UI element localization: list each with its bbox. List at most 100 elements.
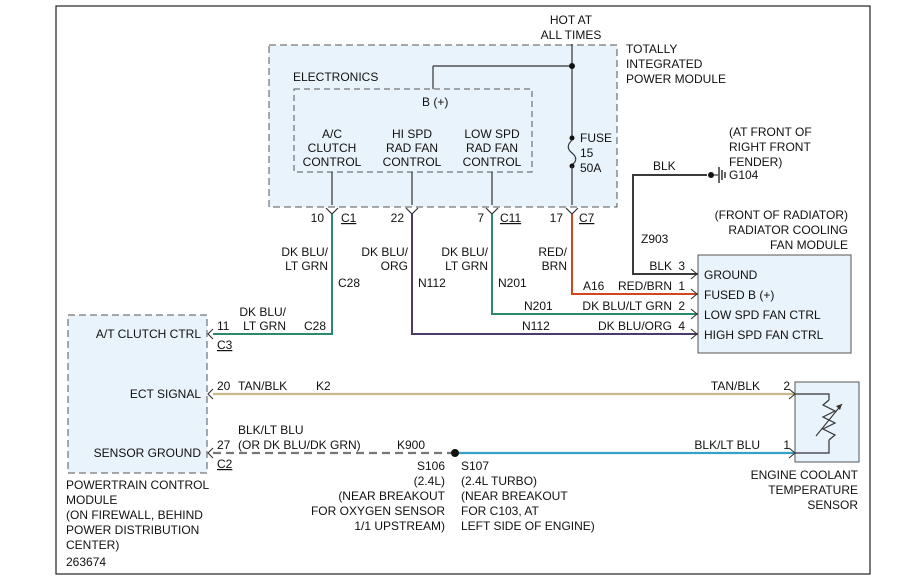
wire-z903	[632, 174, 707, 275]
n112-color-label: DK BLU/ORG	[598, 319, 672, 333]
s106-line-1: S106	[417, 459, 445, 473]
pcm-name-3: (ON FIREWALL, BEHIND	[66, 508, 203, 522]
wire-n112	[411, 214, 698, 335]
pcm-name-5: CENTER)	[66, 538, 119, 552]
ect-internal-top	[795, 393, 830, 400]
ground-wire-color: BLK	[653, 159, 676, 173]
b-plus-label: B (+)	[422, 95, 448, 109]
fan-module-pin-label-low: LOW SPD FAN CTRL	[704, 308, 821, 322]
a16-color-label: RED/BRN	[618, 279, 672, 293]
thermistor-arrow-line	[815, 403, 843, 437]
ect-internal-bottom	[795, 440, 830, 454]
n201-color-label: DK BLU/LT GRN	[582, 299, 672, 313]
sg-wire-circuit: K900	[397, 438, 425, 452]
low-connector-chevron	[485, 207, 499, 215]
fuse-connector-id: C7	[579, 211, 595, 225]
s107-line-2: (2.4L TURBO)	[461, 474, 537, 488]
hi-control-label-3: CONTROL	[383, 155, 442, 169]
pcm-module: A/T CLUTCH CTRL ECT SIGNAL SENSOR GROUND…	[66, 314, 233, 552]
s107-line-3: (NEAR BREAKOUT	[461, 489, 568, 503]
s106-line-3: (NEAR BREAKOUT	[338, 489, 445, 503]
fan-pin-1: 1	[678, 279, 685, 293]
sg-wire-color-right: BLK/LT BLU	[694, 438, 760, 452]
s106-line-4: FOR OXYGEN SENSOR	[311, 504, 445, 518]
ac-control-label-1: A/C	[322, 127, 342, 141]
tipm-module: TOTALLY INTEGRATED POWER MODULE ELECTRON…	[268, 42, 726, 208]
pcm-ac-wire-color-1: DK BLU/	[239, 305, 286, 319]
fan-module-location: (FRONT OF RADIATOR)	[715, 208, 848, 222]
fan-module-pin-label-ground: GROUND	[704, 268, 758, 282]
z903-color-label: BLK	[649, 259, 672, 273]
pcm-pin-11: 11	[217, 319, 230, 333]
low-wire-circuit: N201	[498, 276, 527, 290]
ect-name-3: SENSOR	[807, 498, 858, 512]
ground-name: G104	[729, 168, 759, 182]
ac-connector-chevron	[325, 207, 339, 215]
hot-label-2: ALL TIMES	[541, 28, 602, 42]
electronics-label: ELECTRONICS	[293, 70, 378, 84]
hi-connector-chevron	[405, 207, 419, 215]
ect-name-1: ENGINE COOLANT	[751, 468, 859, 482]
ac-wire-circuit: C28	[338, 276, 360, 290]
sg-pin-1: 1	[783, 438, 790, 452]
wire-a16	[571, 214, 698, 295]
ect-wire-color-left: TAN/BLK	[238, 379, 287, 393]
wire-c28	[213, 214, 333, 335]
ect-sensor: ENGINE COOLANT TEMPERATURE SENSOR	[751, 381, 860, 512]
fan-module-name-2: FAN MODULE	[770, 238, 848, 252]
low-control-label-3: CONTROL	[463, 155, 522, 169]
fan-module-connector-chevrons	[690, 268, 698, 340]
fuse-wire-color-1: RED/	[538, 245, 567, 259]
z903-circuit-label: Z903	[641, 232, 669, 246]
fan-module-box	[697, 254, 852, 354]
splice-dot	[451, 449, 459, 457]
hi-control-label-1: HI SPD	[392, 127, 432, 141]
low-pin-number: 7	[477, 211, 484, 225]
low-control-label-1: LOW SPD	[464, 127, 520, 141]
ac-pin-number: 10	[311, 211, 325, 225]
ground-location-2: RIGHT FRONT	[729, 140, 811, 154]
ground-dot	[708, 172, 714, 178]
s107-line-4: FOR C103, AT	[461, 504, 539, 518]
hi-wire-color-2: ORG	[381, 259, 408, 273]
pcm-conn-c2: C2	[217, 457, 233, 471]
fuse-label-1: FUSE	[580, 131, 612, 145]
wire-n201	[491, 214, 698, 315]
ect-name-2: TEMPERATURE	[768, 483, 858, 497]
pcm-box	[67, 314, 208, 474]
tipm-title-2: INTEGRATED	[626, 57, 703, 71]
hi-wire-color-1: DK BLU/	[361, 245, 408, 259]
pcm-pin-label-at-clutch: A/T CLUTCH CTRL	[96, 327, 201, 341]
s106-line-2: (2.4L)	[414, 474, 445, 488]
ect-wire-circuit: K2	[316, 379, 331, 393]
fan-pin-3: 3	[678, 259, 685, 273]
pcm-ac-wire-circuit: C28	[304, 319, 326, 333]
low-control-label-2: RAD FAN	[466, 141, 518, 155]
ac-control-label-3: CONTROL	[303, 155, 362, 169]
fan-pin-4: 4	[678, 319, 685, 333]
low-wire-color-1: DK BLU/	[441, 245, 488, 259]
b-plus-junction-dot	[569, 63, 575, 69]
tipm-connector-chevrons	[325, 207, 579, 215]
diagram-frame	[55, 5, 871, 575]
splice-s106-labels: S106 (2.4L) (NEAR BREAKOUT FOR OXYGEN SE…	[311, 459, 446, 533]
fuse-label-3: 50A	[580, 161, 601, 175]
fuse-pin-number: 17	[550, 211, 564, 225]
pcm-name-1: POWERTRAIN CONTROL	[66, 478, 209, 492]
fuse-dot-top	[569, 135, 575, 141]
thermistor-arrow-head	[836, 404, 842, 410]
pcm-pin-27: 27	[217, 438, 231, 452]
pcm-pin-label-sensor-ground: SENSOR GROUND	[94, 446, 202, 460]
sg-wire-color-left-2: (OR DK BLU/DK GRN)	[238, 438, 361, 452]
fuse-wire-color-2: BRN	[542, 259, 567, 273]
electronics-box	[293, 88, 533, 173]
low-wire-color-2: LT GRN	[445, 259, 488, 273]
pcm-name-4: POWER DISTRIBUTION	[66, 523, 199, 537]
ac-control-label-2: CLUTCH	[308, 141, 357, 155]
tipm-title-1: TOTALLY	[626, 42, 677, 56]
s107-line-1: S107	[461, 459, 489, 473]
fan-module-name-1: RADIATOR COOLING	[728, 223, 848, 237]
pcm-conn-c3: C3	[217, 338, 233, 352]
a16-circuit-label: A16	[583, 279, 605, 293]
